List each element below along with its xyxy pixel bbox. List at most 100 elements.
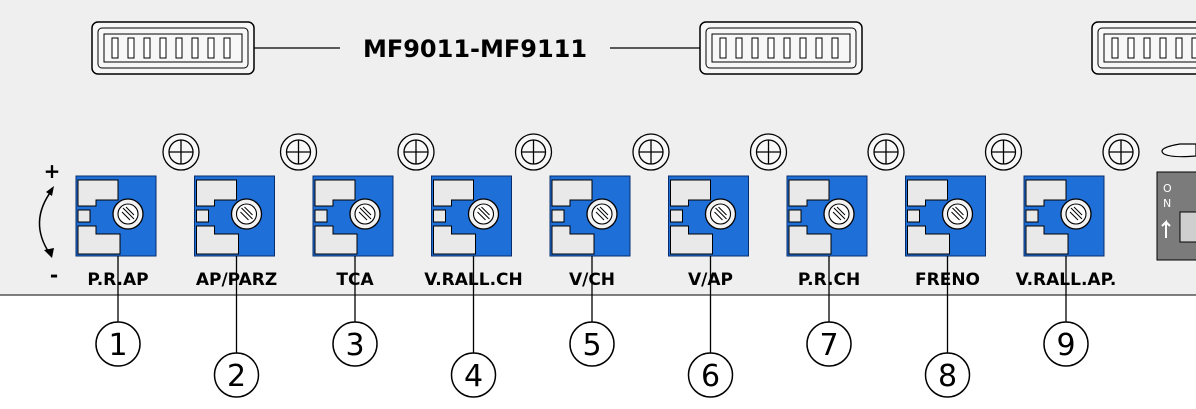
connector-pin bbox=[175, 37, 183, 59]
trimmer-pad bbox=[314, 179, 356, 207]
callout-number: 7 bbox=[819, 328, 838, 363]
trimmer-pad bbox=[314, 225, 358, 255]
connector-pin bbox=[1175, 37, 1183, 59]
connector-pin bbox=[207, 37, 215, 59]
trimmer-pad bbox=[670, 225, 713, 255]
adjust-arc bbox=[38, 189, 53, 255]
connector-pin bbox=[1143, 37, 1151, 59]
dip-switch-arrow-icon bbox=[1161, 219, 1171, 238]
connector-pin bbox=[1111, 37, 1119, 59]
callout-number: 3 bbox=[345, 328, 364, 363]
trimmer-pad bbox=[314, 209, 328, 223]
trimmer-pad bbox=[551, 225, 595, 255]
callout-circle bbox=[95, 321, 141, 367]
connector-pin bbox=[223, 37, 231, 59]
connector-pin bbox=[191, 37, 199, 59]
trimmer-pad bbox=[788, 179, 830, 207]
connector-pin bbox=[751, 37, 759, 59]
screw-icon bbox=[632, 133, 670, 171]
trimmer-potentiometer[interactable] bbox=[194, 175, 275, 257]
dip-switch-partial: O N bbox=[1156, 171, 1196, 261]
trimmer-pad bbox=[907, 209, 920, 223]
plus-sign: + bbox=[44, 159, 61, 183]
trimmer-pad bbox=[907, 225, 950, 255]
connector-pin bbox=[783, 37, 791, 59]
adjust-arrow-up-icon bbox=[46, 186, 54, 196]
trimmer-potentiometer[interactable] bbox=[312, 175, 394, 257]
trimmer-pad bbox=[196, 209, 209, 223]
connector-pin bbox=[1127, 37, 1135, 59]
trimmer-pad bbox=[196, 179, 237, 207]
trimmer-pad bbox=[433, 209, 446, 223]
trimmer-potentiometer[interactable] bbox=[905, 175, 986, 257]
callout-circle bbox=[213, 352, 260, 398]
callout-circle bbox=[924, 352, 971, 398]
trimmer-pad bbox=[1025, 209, 1039, 223]
trimmer-pad bbox=[1025, 225, 1069, 255]
dip-switch-label-n: N bbox=[1163, 197, 1171, 210]
callout-number: 5 bbox=[582, 328, 601, 363]
callout-number: 6 bbox=[701, 359, 720, 394]
minus-sign: - bbox=[50, 263, 58, 287]
connector-pin bbox=[143, 37, 151, 59]
callout-number: 2 bbox=[227, 359, 246, 394]
adjust-arrow-down-icon bbox=[44, 248, 54, 258]
screw-icon bbox=[162, 133, 200, 171]
trimmer-pad bbox=[551, 209, 565, 223]
screw-icon bbox=[279, 133, 318, 171]
screw-icon bbox=[397, 133, 435, 171]
screw-icon bbox=[1102, 133, 1140, 171]
screw-icon bbox=[867, 133, 905, 171]
connector-pin bbox=[767, 37, 775, 59]
screw-icon bbox=[749, 133, 788, 171]
dip-switch-slot bbox=[1179, 211, 1196, 243]
trimmer-pad bbox=[433, 225, 476, 255]
connector-pin bbox=[1191, 37, 1196, 59]
connector-pin bbox=[831, 37, 839, 59]
board-title: MF9011-MF9111 bbox=[363, 35, 587, 63]
connector-right-partial bbox=[1091, 21, 1196, 75]
connector-pin bbox=[799, 37, 807, 59]
connector-left bbox=[91, 21, 255, 75]
screw-icon bbox=[514, 133, 553, 171]
trimmer-pad bbox=[670, 179, 711, 207]
callout-number: 8 bbox=[938, 359, 957, 394]
callout-circle bbox=[332, 321, 378, 367]
connector-pin bbox=[159, 37, 167, 59]
connector-pin bbox=[735, 37, 743, 59]
connector-pin bbox=[127, 37, 135, 59]
trimmer-pad bbox=[551, 179, 593, 207]
callout-circle bbox=[687, 352, 734, 398]
callout-circle bbox=[450, 352, 497, 398]
dip-switch-label-o: O bbox=[1163, 182, 1172, 195]
callout-number: 1 bbox=[108, 328, 127, 363]
partial-component-top bbox=[1161, 143, 1196, 158]
trimmer-pad bbox=[77, 209, 91, 223]
trimmer-potentiometer[interactable] bbox=[668, 175, 749, 257]
trimmer-pad bbox=[788, 209, 802, 223]
trimmer-pad bbox=[907, 179, 948, 207]
connector-middle bbox=[699, 21, 863, 75]
trimmer-pad bbox=[433, 179, 474, 207]
trimmer-potentiometer[interactable] bbox=[786, 175, 868, 257]
trimmer-pad bbox=[196, 225, 239, 255]
trimmer-pad bbox=[77, 225, 121, 255]
connector-pin bbox=[1159, 37, 1167, 59]
callout-number: 9 bbox=[1056, 328, 1075, 363]
trimmer-potentiometer[interactable] bbox=[549, 175, 631, 257]
trimmer-pad bbox=[1025, 179, 1067, 207]
trimmer-pad bbox=[788, 225, 832, 255]
callout-number: 4 bbox=[464, 359, 483, 394]
trimmer-potentiometer[interactable] bbox=[431, 175, 512, 257]
trimmer-pad bbox=[77, 179, 119, 207]
connector-pin bbox=[719, 37, 727, 59]
trimmer-pad bbox=[670, 209, 683, 223]
callout-circle bbox=[806, 321, 852, 367]
trimmer-potentiometer[interactable] bbox=[1023, 175, 1105, 257]
screw-icon bbox=[984, 133, 1023, 171]
connector-pin bbox=[815, 37, 823, 59]
trimmer-potentiometer[interactable] bbox=[75, 175, 157, 257]
callout-circle bbox=[569, 321, 615, 367]
